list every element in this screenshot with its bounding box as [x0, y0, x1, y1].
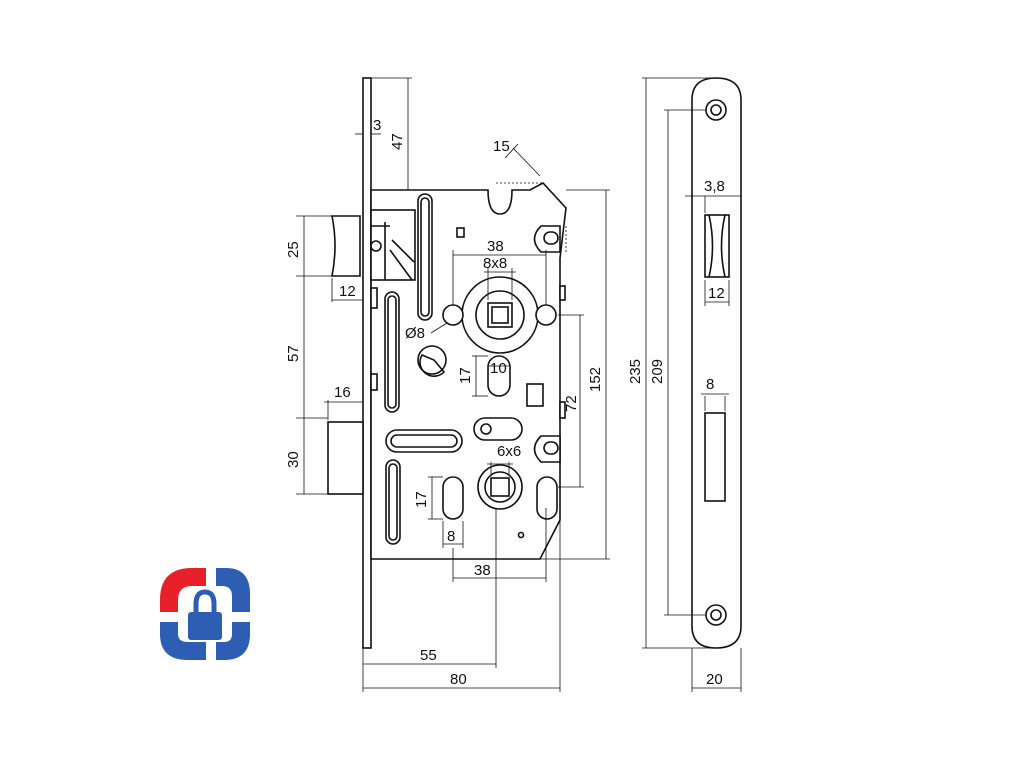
slot-vertical-lower	[385, 459, 401, 545]
dim-latch-projection: 12	[339, 283, 356, 300]
dim-slot-width-lower: 8	[447, 528, 455, 545]
dim-latch-slot-width: 3,8	[704, 178, 725, 195]
dim-slot-width-upper: 10	[490, 360, 507, 377]
faceplate	[362, 77, 372, 649]
body-dimensions: 47 3 15 25 12 57 16 30 38	[285, 77, 610, 692]
dim-plate-width: 20	[706, 671, 723, 688]
dim-backset: 55	[420, 647, 437, 664]
dim-case-height: 152	[587, 367, 604, 392]
dim-bolt-height: 30	[285, 451, 302, 468]
dim-spindle-centers: 72	[563, 395, 580, 412]
dim-latch-slot-length: 12	[708, 285, 725, 302]
dim-key-square: 6x6	[497, 443, 521, 460]
faceplate-front	[691, 77, 742, 649]
dim-follower-spacing: 38	[487, 238, 504, 255]
dim-faceplate-thickness: 3	[373, 117, 381, 134]
dim-case-depth: 80	[450, 671, 467, 688]
dim-cut-angle: 15	[493, 138, 510, 155]
slot-lower-right	[536, 476, 558, 520]
latch-opening	[704, 214, 730, 278]
dim-slot-height-upper: 17	[457, 367, 474, 384]
dim-follower-square: 8x8	[483, 255, 507, 272]
faceplate-front-view	[691, 77, 742, 649]
dim-latch-to-follower: 57	[285, 345, 302, 362]
dim-hole-spacing: 209	[649, 359, 666, 384]
slot-vertical-long	[384, 291, 400, 413]
key-square	[490, 477, 510, 497]
logo-red-bracket	[160, 568, 206, 612]
padlock-icon	[188, 589, 222, 640]
dim-bolt-projection: 16	[334, 384, 351, 401]
hole-left	[442, 304, 464, 326]
dim-latch-height: 25	[285, 241, 302, 258]
brand-logo	[160, 568, 250, 660]
bolt-opening	[704, 412, 726, 502]
mortise-lock-body	[327, 77, 567, 649]
faceplate-dimensions: 235 209 3,8 12 8 20	[627, 77, 742, 692]
latch-bolt	[331, 215, 361, 277]
dim-plate-length: 235	[627, 359, 644, 384]
dim-top-to-case: 47	[389, 133, 406, 150]
slot-lower-left	[442, 476, 464, 520]
slot-horizontal	[385, 429, 463, 453]
dim-slot-height-lower: 17	[413, 491, 430, 508]
dim-bolt-slot-width: 8	[706, 376, 714, 393]
slot-vertical-upper	[417, 193, 433, 321]
dim-hole-diameter: Ø8	[405, 325, 425, 342]
dead-bolt	[327, 421, 364, 495]
dim-key-spacing: 38	[474, 562, 491, 579]
